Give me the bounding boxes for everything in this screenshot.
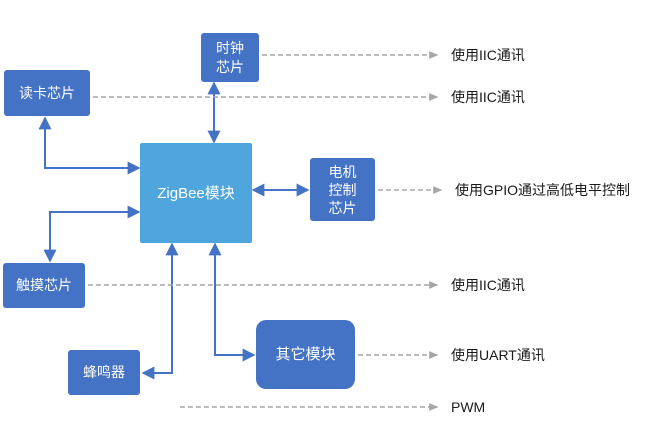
- node-motor-control-chip-label: 电机控制芯片: [328, 163, 357, 216]
- node-touch-chip: 触摸芯片: [3, 263, 85, 308]
- annotation-clock-iic: 使用IIC通讯: [451, 47, 525, 63]
- connector-zigbee-buzzer: [141, 242, 179, 380]
- node-buzzer: 蜂鸣器: [68, 350, 140, 395]
- node-zigbee-module-label: ZigBee模块: [157, 184, 235, 202]
- connector-zigbee-card-reader: [38, 116, 141, 175]
- node-card-reader-chip-label: 读卡芯片: [19, 84, 75, 101]
- node-buzzer-label: 蜂鸣器: [83, 364, 125, 380]
- connector-zigbee-touch: [43, 205, 141, 263]
- node-motor-control-chip: 电机控制芯片: [310, 158, 375, 221]
- annotation-buzzer-pwm: PWM: [451, 399, 486, 415]
- annotation-touch-iic: 使用IIC通讯: [451, 277, 525, 293]
- node-other-module: 其它模块: [256, 320, 355, 389]
- node-touch-chip-label: 触摸芯片: [16, 277, 72, 293]
- annotation-motor-gpio: 使用GPIO通过高低电平控制: [455, 182, 631, 198]
- connector-zigbee-other-module: [208, 242, 256, 362]
- node-clock-chip-label: 时钟芯片: [216, 39, 244, 75]
- node-clock-chip: 时钟芯片: [201, 33, 259, 82]
- node-zigbee-module: ZigBee模块: [140, 143, 252, 243]
- annotation-card-reader-iic: 使用IIC通讯: [451, 89, 525, 105]
- node-other-module-label: 其它模块: [275, 346, 336, 363]
- annotation-other-uart: 使用UART通讯: [451, 347, 545, 363]
- node-card-reader-chip: 读卡芯片: [4, 70, 90, 116]
